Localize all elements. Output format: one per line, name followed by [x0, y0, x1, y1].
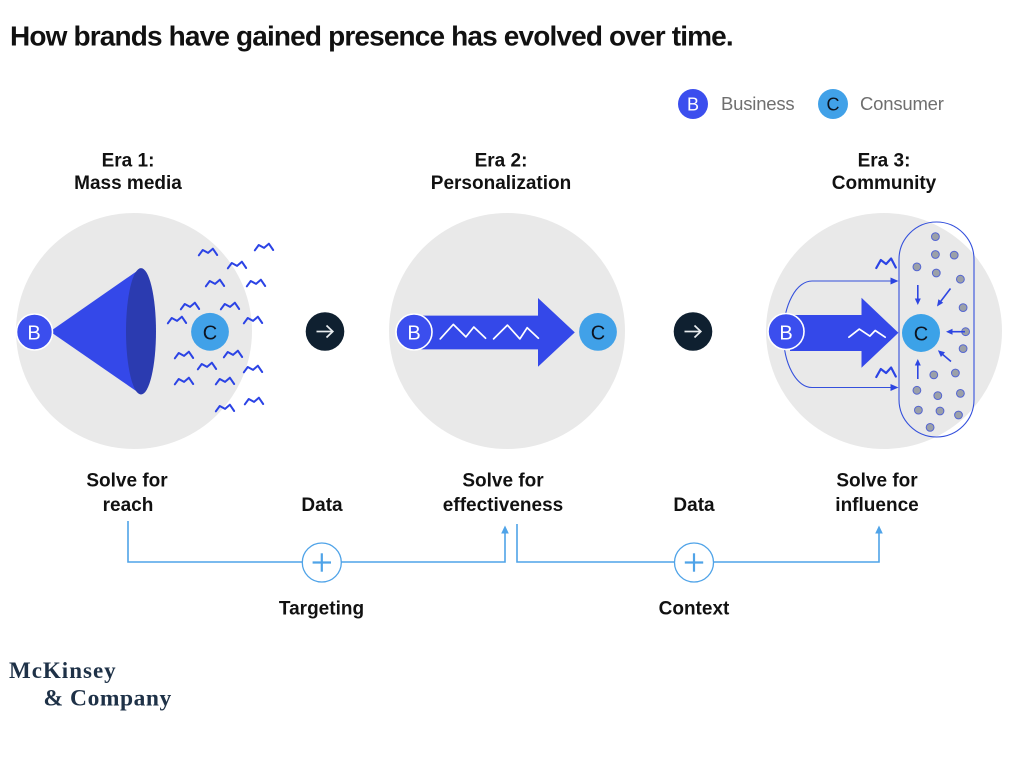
- svg-text:Personalization: Personalization: [431, 173, 571, 194]
- svg-text:B: B: [407, 323, 420, 345]
- svg-text:Solve for: Solve for: [836, 471, 918, 492]
- svg-text:How brands have gained presenc: How brands have gained presence has evol…: [10, 21, 733, 52]
- svg-text:C: C: [914, 324, 928, 346]
- svg-text:Era 3:: Era 3:: [858, 151, 911, 172]
- svg-text:C: C: [591, 323, 605, 345]
- svg-text:Solve for: Solve for: [86, 471, 168, 492]
- svg-text:Data: Data: [673, 495, 715, 516]
- svg-text:Context: Context: [659, 599, 730, 620]
- svg-text:B: B: [687, 95, 699, 115]
- svg-text:influence: influence: [835, 495, 918, 516]
- svg-text:Targeting: Targeting: [279, 599, 364, 620]
- svg-text:effectiveness: effectiveness: [443, 495, 563, 516]
- svg-text:Era 2:: Era 2:: [475, 151, 528, 172]
- svg-text:& Company: & Company: [44, 686, 172, 712]
- svg-text:B: B: [27, 323, 40, 345]
- svg-text:Era 1:: Era 1:: [102, 151, 155, 172]
- svg-text:C: C: [827, 95, 840, 115]
- svg-text:McKinsey: McKinsey: [9, 658, 117, 683]
- svg-text:Solve for: Solve for: [462, 471, 544, 492]
- svg-text:Business: Business: [721, 93, 794, 114]
- svg-text:C: C: [203, 323, 217, 345]
- svg-text:Community: Community: [832, 173, 937, 194]
- svg-text:reach: reach: [103, 495, 154, 516]
- svg-text:B: B: [779, 322, 792, 344]
- svg-text:Mass media: Mass media: [74, 173, 182, 194]
- svg-text:Consumer: Consumer: [860, 93, 944, 114]
- svg-text:Data: Data: [301, 495, 343, 516]
